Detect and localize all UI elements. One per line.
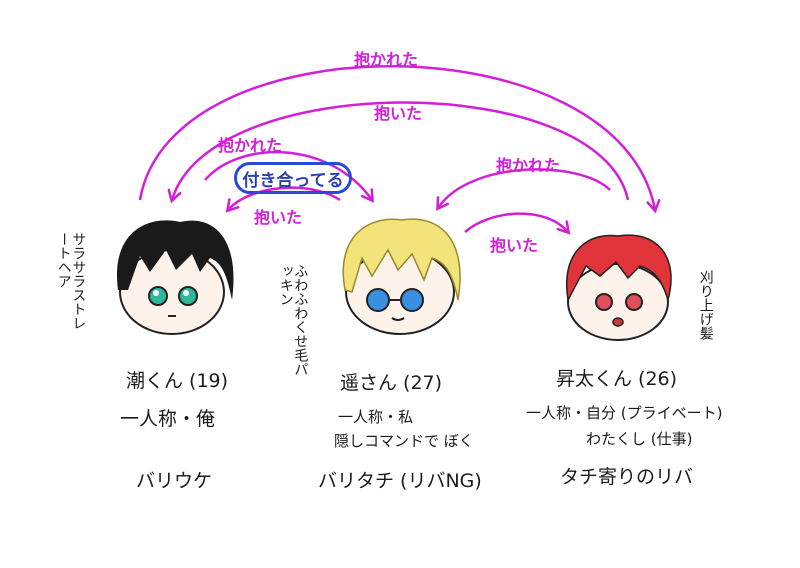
ushio-name: 潮くん (19) xyxy=(126,370,229,392)
ushio-pronoun: 一人称・俺 xyxy=(120,408,216,430)
haruka-pronoun: 一人称・私 xyxy=(338,408,414,426)
arrow-right-lower xyxy=(464,212,568,232)
haruka-side-note: ふわふわくせ毛パッキン xyxy=(277,264,309,376)
shota-side-note: 刈り上げ髪 xyxy=(697,270,714,340)
label-top-outer: 抱かれた xyxy=(354,50,419,69)
ushio-side-note: サラサラストレートヘア xyxy=(55,232,87,330)
haruka-name: 遥さん (27) xyxy=(340,372,443,394)
label-left-upper: 抱かれた xyxy=(218,136,283,155)
arrow-top-inner xyxy=(172,101,630,201)
haruka-pronoun-extra: 隠しコマンドで ぼく xyxy=(334,432,474,450)
arrow-left-upper xyxy=(204,150,372,200)
label-right-lower: 抱いた xyxy=(490,236,539,255)
shota-name: 昇太くん (26) xyxy=(556,368,678,390)
shota-portrait xyxy=(565,234,672,341)
shota-pronoun: 一人称・自分 (プライベート) xyxy=(526,404,723,422)
shota-role: タチ寄りのリバ xyxy=(560,466,694,488)
arrow-right-upper xyxy=(438,168,611,208)
arrow-top-outer xyxy=(138,65,655,210)
haruka-portrait xyxy=(342,218,461,335)
shota-pronoun-extra: わたくし (仕事) xyxy=(586,430,693,448)
label-left-lower: 抱いた xyxy=(254,208,303,227)
haruka-role: バリタチ (リバNG) xyxy=(318,470,482,492)
ushio-role: バリウケ xyxy=(136,470,213,492)
ushio-portrait xyxy=(116,220,234,335)
label-right-upper: 抱かれた xyxy=(496,156,561,175)
dating-badge: 付き合ってる xyxy=(234,162,352,194)
arrow-left-lower xyxy=(228,186,341,210)
label-top-inner: 抱いた xyxy=(374,104,423,123)
